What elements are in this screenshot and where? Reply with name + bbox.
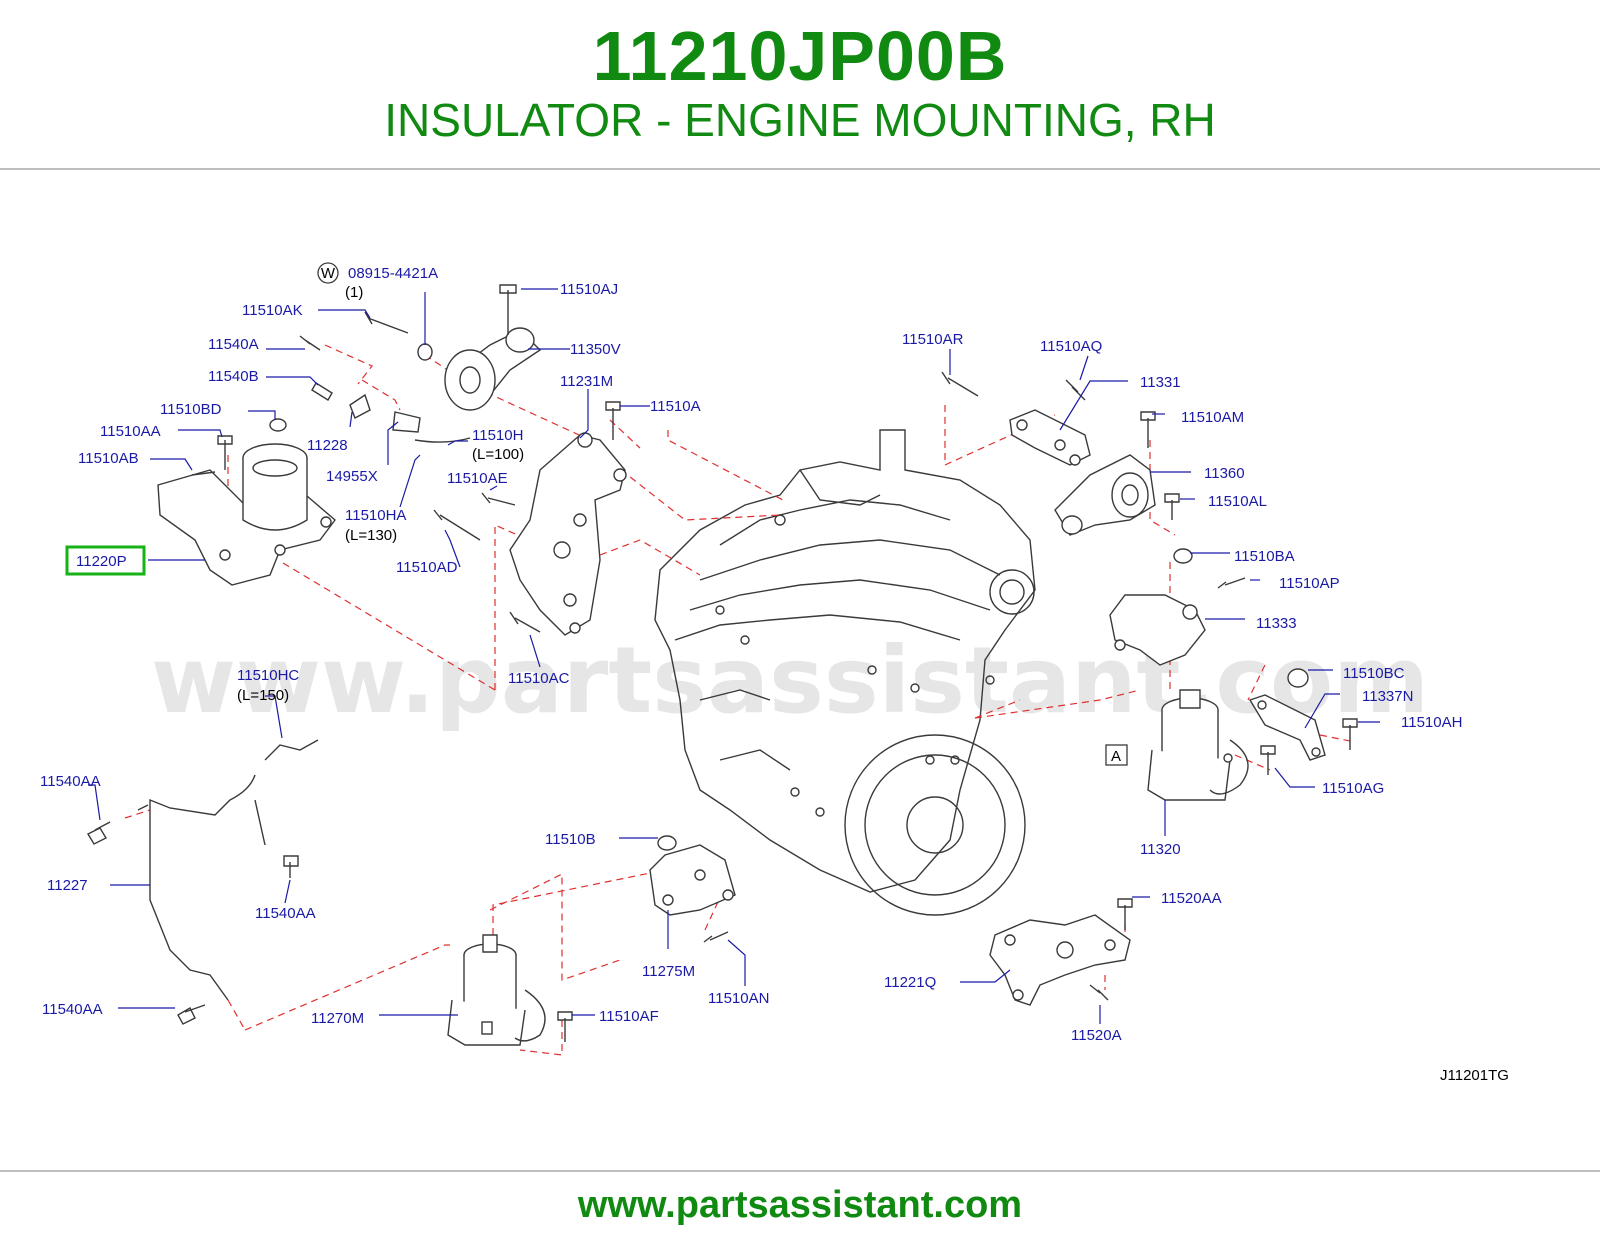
callout-11510ae[interactable]: 11510AE: [447, 470, 508, 487]
insulator-11320-drawing: [1147, 689, 1249, 801]
callout-14955x[interactable]: 14955X: [326, 468, 378, 485]
callout-11510bd[interactable]: 11510BD: [160, 401, 222, 418]
callout-11510aq[interactable]: 11510AQ: [1040, 338, 1102, 355]
callout-11510a[interactable]: 11510A: [650, 398, 701, 415]
engine-block: [654, 429, 1036, 916]
callout-11520aa[interactable]: 11520AA: [1161, 890, 1222, 907]
torque-rod-11350v-drawing: [444, 327, 542, 411]
callout-11360[interactable]: 11360: [1204, 465, 1245, 482]
callout-11510h[interactable]: 11510H: [472, 427, 523, 444]
insulator-11270m-drawing: [447, 934, 546, 1046]
callout-11520a[interactable]: 11520A: [1071, 1027, 1122, 1044]
callout-11350v[interactable]: 11350V: [570, 341, 621, 358]
callout-11510aa[interactable]: 11510AA: [100, 423, 161, 440]
callout-11510ar[interactable]: 11510AR: [902, 331, 964, 348]
callout-11510ba[interactable]: 11510BA: [1234, 548, 1295, 565]
callout-11510ak[interactable]: 11510AK: [242, 302, 303, 319]
callout-11510al[interactable]: 11510AL: [1208, 493, 1267, 510]
bracket-11275m-drawing: [649, 844, 736, 916]
diagram-code: J11201TG: [1440, 1067, 1509, 1084]
callout-11221q[interactable]: 11221Q: [884, 974, 936, 991]
insulator-11360-drawing: [1054, 454, 1156, 536]
part-description: INSULATOR - ENGINE MOUNTING, RH: [384, 94, 1216, 146]
callout-11510b[interactable]: 11510B: [545, 831, 596, 848]
callout-11540b[interactable]: 11540B: [208, 368, 259, 385]
callout-08915-qty: (1): [345, 284, 363, 301]
harness-11227-drawing: [137, 739, 319, 1001]
highlight-box: [65, 545, 146, 576]
leader-lines: [88, 288, 1380, 1024]
callout-11510ap[interactable]: 11510AP: [1279, 575, 1340, 592]
part-number-title: 11210JP00B: [592, 17, 1008, 95]
callout-11220p[interactable]: 11220P: [76, 553, 127, 570]
callout-11540a[interactable]: 11540A: [208, 336, 259, 353]
footer-url[interactable]: www.partsassistant.com: [577, 1184, 1023, 1226]
washer-symbol-letter: W: [321, 265, 336, 282]
callout-11510aj[interactable]: 11510AJ: [560, 281, 618, 298]
callout-11510am[interactable]: 11510AM: [1181, 409, 1244, 426]
callout-11510h-length: (L=100): [472, 446, 524, 463]
callout-11510af[interactable]: 11510AF: [599, 1008, 659, 1025]
callout-11227[interactable]: 11227: [47, 877, 88, 894]
callout-11331[interactable]: 11331: [1140, 374, 1181, 391]
watermark-text: www.partsassistant.com: [151, 627, 1429, 734]
callout-11320[interactable]: 11320: [1140, 841, 1181, 858]
callout-11510ac[interactable]: 11510AC: [508, 670, 570, 687]
callout-11270m[interactable]: 11270M: [311, 1010, 364, 1027]
callout-11510ha[interactable]: 11510HA: [345, 507, 406, 524]
callout-11510ab[interactable]: 11510AB: [78, 450, 139, 467]
callout-11228[interactable]: 11228: [307, 437, 348, 454]
header-divider: [0, 168, 1600, 170]
callout-11333[interactable]: 11333: [1256, 615, 1297, 632]
callout-08915-4421a[interactable]: 08915-4421A: [348, 265, 438, 282]
callout-11510ag[interactable]: 11510AG: [1322, 780, 1384, 797]
callout-11540aa-bottom[interactable]: 11540AA: [42, 1001, 103, 1018]
callout-11231m[interactable]: 11231M: [560, 373, 613, 390]
callout-11540aa-top[interactable]: 11540AA: [40, 773, 101, 790]
washer-symbol-circle: [317, 262, 339, 284]
fasteners-drawing: [87, 284, 1358, 1042]
ref-marker-letter: A: [1111, 748, 1121, 765]
ref-marker-box: [1105, 744, 1128, 766]
callout-11275m[interactable]: 11275M: [642, 963, 695, 980]
bracket-11337n-drawing: [1248, 694, 1326, 761]
callout-11540aa-middle[interactable]: 11540AA: [255, 905, 316, 922]
callout-11510bc[interactable]: 11510BC: [1343, 665, 1405, 682]
callout-11510ah[interactable]: 11510AH: [1401, 714, 1462, 731]
callout-11510hc-length: (L=150): [237, 687, 289, 704]
insulator-11220p-drawing: [157, 443, 336, 586]
member-11221q-drawing: [989, 914, 1131, 1006]
footer-divider: [0, 1170, 1600, 1172]
callout-11510hc[interactable]: 11510HC: [237, 667, 299, 684]
bracket-11231m-drawing: [509, 432, 627, 636]
bracket-11333-drawing: [1109, 594, 1206, 666]
callout-11510ad[interactable]: 11510AD: [396, 559, 458, 576]
bracket-11331-drawing: [1009, 409, 1091, 466]
callout-11337n[interactable]: 11337N: [1362, 688, 1413, 705]
callout-11510ha-length: (L=130): [345, 527, 397, 544]
callout-11510an[interactable]: 11510AN: [708, 990, 769, 1007]
